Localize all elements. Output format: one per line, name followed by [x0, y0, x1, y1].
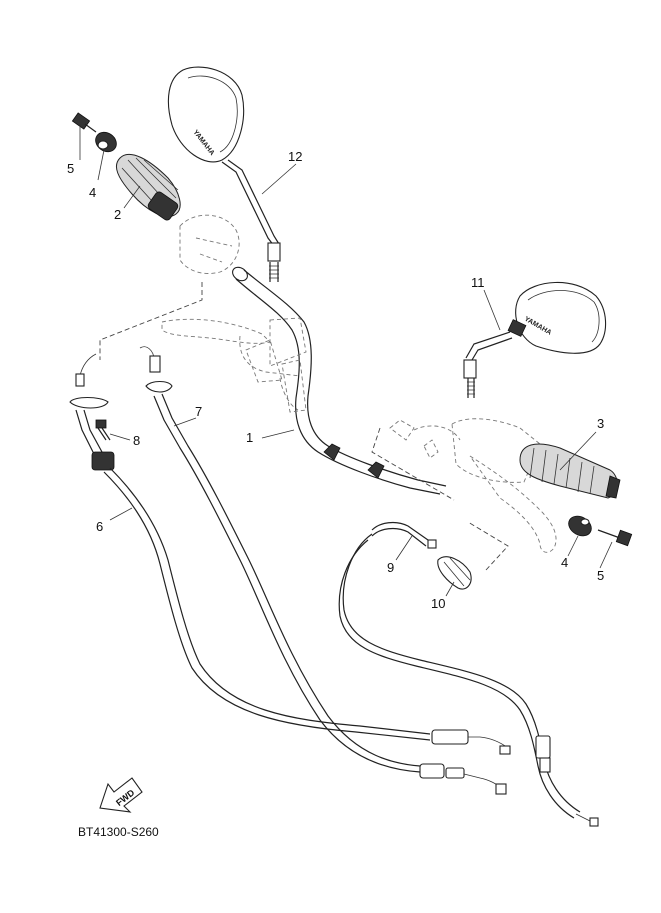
callout-7: 7: [195, 404, 202, 419]
callout-4-right: 4: [561, 555, 568, 570]
right-grip-assembly: [371, 418, 633, 553]
left-mirror: YAMAHA: [167, 66, 281, 282]
callout-4-left: 4: [89, 185, 96, 200]
callout-9: 9: [387, 560, 394, 575]
callout-2: 2: [114, 207, 121, 222]
throttle-cable-7: [139, 346, 507, 795]
callout-numbers: 1 2 3 4 4 5 5 6 7 8 9 10 11 12: [67, 149, 604, 611]
callout-1: 1: [246, 430, 253, 445]
leader-lines: [79, 124, 613, 597]
left-lever-ghost: [161, 318, 301, 411]
clutch-cable: [69, 282, 511, 755]
throttle-cable-9: [338, 521, 599, 827]
diagram-code: BT41300-S260: [78, 825, 159, 839]
callout-8: 8: [133, 433, 140, 448]
callout-5-right: 5: [597, 568, 604, 583]
fwd-arrow-icon: FWD: [99, 777, 143, 813]
callout-5-left: 5: [67, 161, 74, 176]
callout-3: 3: [597, 416, 604, 431]
right-mirror: YAMAHA: [463, 281, 607, 398]
callout-6: 6: [96, 519, 103, 534]
callout-11: 11: [471, 275, 485, 290]
handlebar: [232, 266, 447, 495]
callout-10: 10: [431, 596, 445, 611]
left-grip-assembly: [71, 112, 240, 274]
callout-12: 12: [288, 149, 302, 164]
